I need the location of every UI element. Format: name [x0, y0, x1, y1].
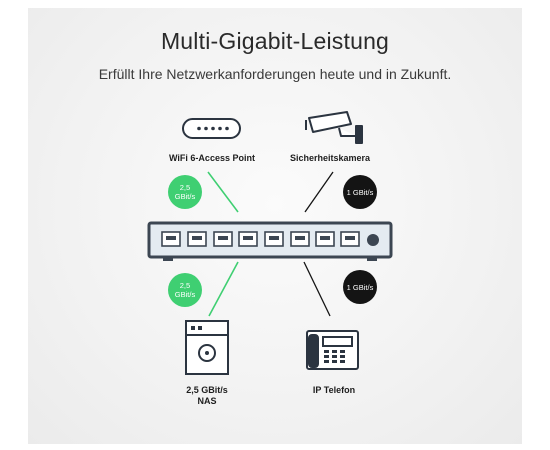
link-nas — [208, 261, 239, 317]
badge-text-line: 1 GBit/s — [346, 187, 374, 197]
badge-text-line: 2,5 — [179, 281, 191, 290]
phone-speed-badge: 1 GBit/s — [343, 270, 377, 304]
link-phone — [303, 261, 331, 317]
camera-label: Sicherheitskamera — [289, 153, 371, 163]
switch-ports — [161, 231, 360, 247]
access-point-icon — [182, 118, 241, 139]
ip-phone-icon — [306, 330, 359, 370]
link-access-point — [207, 171, 239, 213]
page-title: Multi-Gigabit-Leistung — [160, 28, 390, 54]
badge-text-line: 2,5 — [179, 183, 191, 192]
link-camera — [304, 171, 334, 213]
switch-power-led — [367, 234, 379, 246]
nas-label: 2,5 GBit/s NAS — [157, 385, 257, 407]
security-camera-icon — [305, 111, 363, 144]
badge-text-line: GBit/s — [174, 192, 196, 201]
phone-label: IP Telefon — [312, 385, 356, 395]
nas-speed-badge: 2,5 GBit/s — [168, 273, 202, 307]
access-point-label: WiFi 6-Access Point — [169, 153, 255, 163]
camera-speed-badge: 1 GBit/s — [343, 175, 377, 209]
nas-icon — [185, 320, 229, 375]
network-switch-icon — [147, 221, 393, 261]
access-point-speed-badge: 2,5 GBit/s — [168, 175, 202, 209]
page-subtitle: Erfüllt Ihre Netzwerkanforderungen heute… — [98, 66, 452, 82]
nas-label-speed: 2,5 GBit/s — [186, 385, 228, 395]
nas-label-name: NAS — [197, 396, 217, 406]
badge-text-line: 1 GBit/s — [346, 282, 374, 292]
badge-text-line: GBit/s — [174, 290, 196, 299]
